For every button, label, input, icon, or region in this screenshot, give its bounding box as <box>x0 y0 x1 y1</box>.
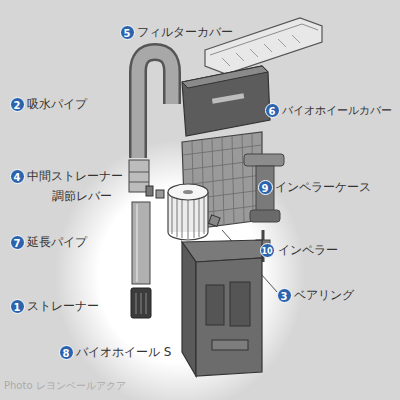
filter-cover-part-part <box>222 58 230 66</box>
part-name: インペラーケース <box>275 180 371 194</box>
filter-cartridge-part-part <box>184 175 262 185</box>
callout-number: 9 <box>258 180 273 195</box>
part-name: バイオホイールカバー <box>282 103 392 117</box>
part-name: 吸水パイプ <box>27 97 87 111</box>
biowheel-part-part <box>177 196 178 237</box>
impeller-case-part <box>250 210 280 222</box>
biowheel-part <box>183 190 193 194</box>
strainer-part-part <box>136 293 137 314</box>
biowheel-part <box>172 194 204 239</box>
biowheel-cover-part <box>182 66 270 136</box>
callout-number: 2 <box>10 97 25 112</box>
extension-pipe-part <box>132 202 150 284</box>
callout-number: 4 <box>10 169 25 184</box>
part-name: フィルターカバー <box>137 25 233 39</box>
biowheel-part-part <box>199 196 200 237</box>
biowheel-part-part <box>204 194 205 234</box>
watermark: Photo レヨンベールアクア <box>4 380 126 392</box>
biowheel-cover-part <box>212 93 244 103</box>
filter-cover-part-part <box>264 44 272 52</box>
callout-number: 7 <box>10 235 25 250</box>
extension-pipe <box>132 202 150 284</box>
biowheel-part-part <box>172 194 173 234</box>
filter-cover-part <box>222 35 300 66</box>
biowheel-part-part <box>182 197 183 238</box>
callout-number: 6 <box>265 103 280 118</box>
strainer-part <box>136 293 146 314</box>
filter-cartridge-part-part <box>252 134 253 221</box>
part-name: 中間ストレーナー <box>27 169 123 183</box>
impeller-case-part <box>244 154 284 166</box>
callout-number: 8 <box>59 345 74 360</box>
biowheel-part <box>168 232 208 240</box>
part-name: バイオホイール S <box>76 345 171 359</box>
strainer <box>131 288 151 318</box>
adjust-lever-part <box>146 186 153 196</box>
callout-number: 3 <box>277 288 292 303</box>
biowheel-cover <box>182 66 270 136</box>
filter-cover-part-part <box>236 53 244 61</box>
adjust-lever <box>146 186 164 198</box>
callout-number: 10 <box>260 243 275 258</box>
extension-pipe-part <box>136 204 138 282</box>
intake-pipe-part <box>138 52 172 158</box>
part-name: 調節レバー <box>52 189 112 203</box>
middle-strainer-part <box>129 172 149 173</box>
filter-cover-part-part <box>292 35 300 43</box>
filter-housing-part <box>230 282 250 326</box>
filter-housing-part <box>212 340 248 350</box>
intake-pipe-part <box>138 52 172 158</box>
part-name: 延長パイプ <box>27 235 87 249</box>
part-name: ベアリング <box>294 288 354 302</box>
intake-pipe <box>138 52 172 158</box>
filter-housing-part <box>196 258 262 376</box>
part-name: インペラー <box>278 243 338 257</box>
part-name: ストレーナー <box>27 299 99 313</box>
biowheel <box>168 184 208 240</box>
adjust-lever-part <box>156 190 164 198</box>
filter-housing <box>182 240 262 376</box>
filter-cartridge-part-part <box>212 139 214 226</box>
bearing-part <box>209 215 221 227</box>
filter-housing-part <box>206 285 224 325</box>
filter-cartridge-part-part <box>232 136 234 224</box>
callout-number: 1 <box>10 299 25 314</box>
biowheel-part <box>167 192 168 232</box>
strainer-part <box>131 288 151 318</box>
strainer-part-part <box>141 293 142 314</box>
filter-housing-part <box>182 242 196 376</box>
biowheel-part-part <box>194 197 195 238</box>
filter-cartridge-part-part <box>242 135 244 222</box>
middle-strainer-part <box>129 182 149 183</box>
biowheel-part-part <box>188 198 189 239</box>
filter-cover-part-part <box>250 49 258 57</box>
biowheel-part <box>168 184 208 200</box>
callout-number: 5 <box>120 25 135 40</box>
strainer-part-part <box>146 293 147 314</box>
filter-cover-part-part <box>278 39 286 47</box>
biowheel-cover-part <box>182 66 268 88</box>
biowheel-part <box>207 192 208 232</box>
